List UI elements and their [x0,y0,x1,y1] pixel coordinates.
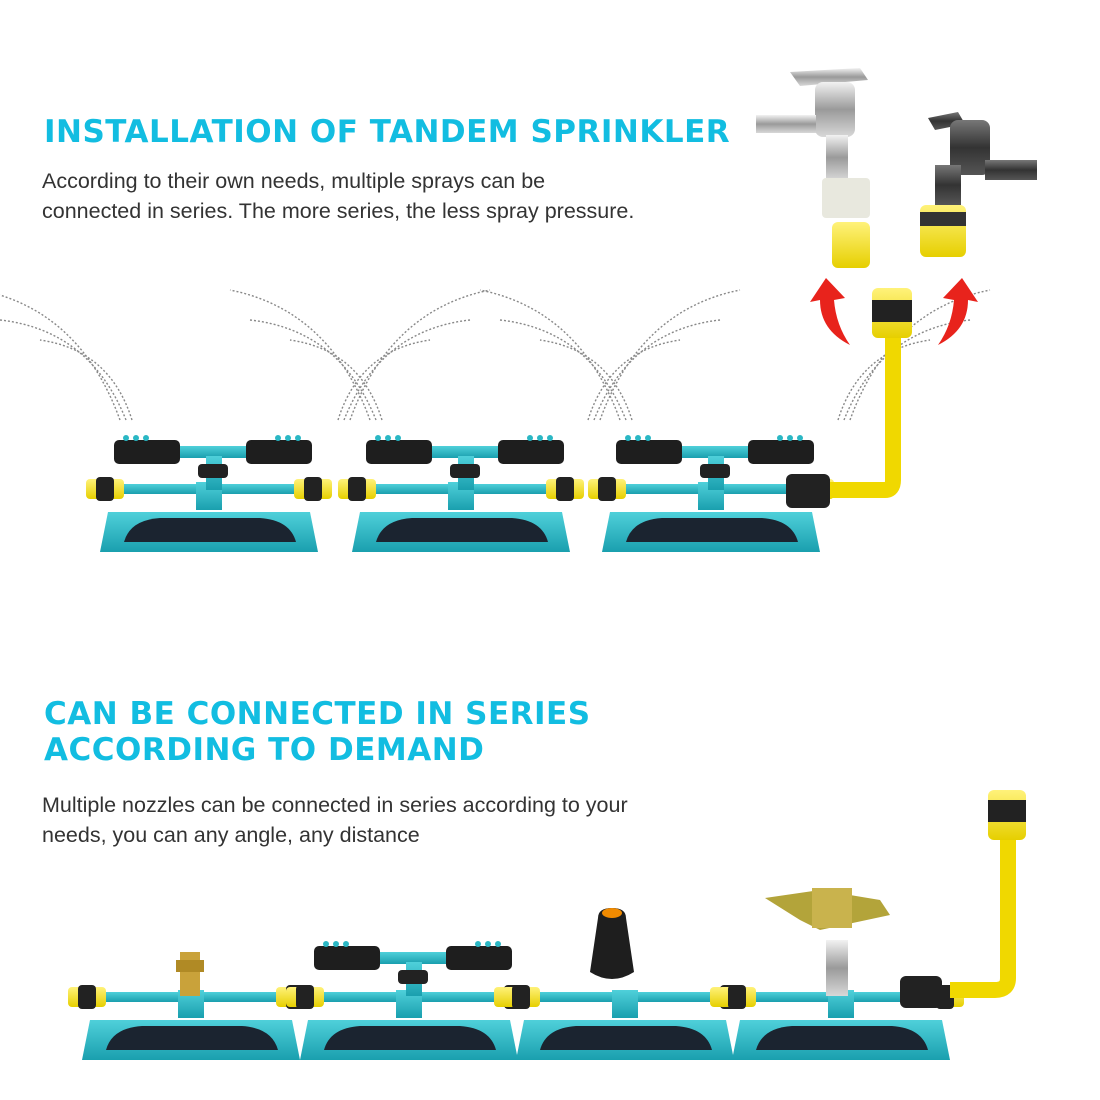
rotating-sprinkler-bottom [286,941,532,1060]
rotating-sprinkler-2 [338,435,584,552]
hose-riser-top [786,288,912,508]
faucet-chrome [756,68,870,268]
spray-lines [0,289,991,421]
impact-sprinkler [718,888,964,1060]
hose-riser-bottom [900,790,1026,1008]
section1-body: According to their own needs, multiple s… [42,166,634,226]
section2-body: Multiple nozzles can be connected in ser… [42,790,628,850]
mushroom-nozzle-sprinkler [502,908,748,1060]
section2-title-line1: CAN BE CONNECTED IN SERIES [44,696,591,732]
section1-body-line1: According to their own needs, multiple s… [42,169,546,193]
section2-body-line1: Multiple nozzles can be connected in ser… [42,793,628,817]
faucet-dark [920,112,1037,257]
brass-nozzle-sprinkler [68,952,314,1060]
rotating-sprinkler-1 [86,435,332,552]
section1-title: INSTALLATION OF TANDEM SPRINKLER [44,114,731,150]
arrow-icon [810,278,978,345]
section1-body-line2: connected in series. The more series, th… [42,199,635,223]
section2-title-line2: ACCORDING TO DEMAND [44,732,485,768]
section2-body-line2: needs, you can any angle, any distance [42,823,420,847]
